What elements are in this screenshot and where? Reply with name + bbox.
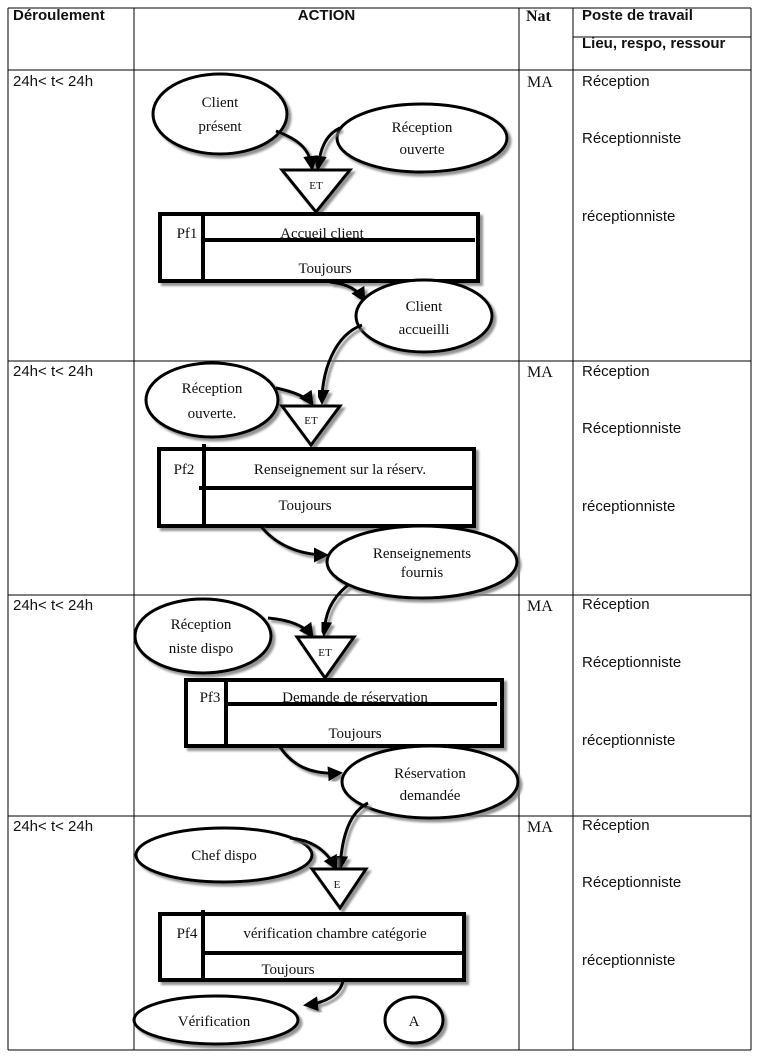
process-title: vérification chambre catégorie xyxy=(243,926,427,942)
row-3-ressource: réceptionniste xyxy=(582,732,676,749)
row-3-deroulement: 24h< t< 24h xyxy=(13,597,94,614)
row-1-respo: Réceptionniste xyxy=(582,130,682,147)
row-1-lieu: Réception xyxy=(582,73,650,90)
row-2-lieu: Réception xyxy=(582,363,650,380)
arrow xyxy=(311,126,341,171)
header-deroulement: Déroulement xyxy=(13,7,105,24)
output-event-label: Client xyxy=(406,299,443,315)
process-id: Pf3 xyxy=(200,690,221,706)
gate-et xyxy=(294,635,357,681)
input-event-label: Réception xyxy=(392,120,453,136)
process-box-pf1 xyxy=(158,212,480,283)
row-2-nat: MA xyxy=(527,364,553,381)
output-event-label: Renseignements xyxy=(373,546,471,562)
input-event-label: présent xyxy=(198,119,242,135)
process-condition: Toujours xyxy=(261,962,314,978)
input-event-reception-ouverte xyxy=(144,361,280,439)
output-event-label: accueilli xyxy=(399,322,450,338)
row-2-deroulement: 24h< t< 24h xyxy=(13,363,94,380)
row-4-diagram: Chef dispo E Pf4 vérification chambre ca… xyxy=(132,826,466,1046)
input-event-label: ouverte xyxy=(400,142,445,158)
process-id: Pf4 xyxy=(177,926,198,942)
input-event-label: Chef dispo xyxy=(191,848,256,864)
input-event-label: niste dispo xyxy=(169,641,234,657)
row-1-nat: MA xyxy=(527,74,553,91)
row-4-lieu: Réception xyxy=(582,817,650,834)
gate-et xyxy=(279,404,343,448)
row-4-respo: Réceptionniste xyxy=(582,874,682,891)
process-box-pf3 xyxy=(184,678,504,748)
input-event-reception-ouverte xyxy=(335,102,509,174)
process-box-pf2 xyxy=(157,444,476,528)
row-3-respo: Réceptionniste xyxy=(582,654,682,671)
output-event-label: demandée xyxy=(400,788,461,804)
row-1-diagram: Client présent Réception ouverte ET Pf1 … xyxy=(151,72,509,354)
row-4-nat: MA xyxy=(527,819,553,836)
output-event-verification xyxy=(132,994,300,1046)
gate-label: ET xyxy=(309,180,323,192)
gate-label: ET xyxy=(318,647,332,659)
arrow xyxy=(278,746,343,782)
gate-e xyxy=(309,867,369,911)
process-condition: Toujours xyxy=(298,261,351,277)
row-4-deroulement: 24h< t< 24h xyxy=(13,818,94,835)
output-event-label: Vérification xyxy=(178,1014,251,1030)
arrow xyxy=(314,323,363,405)
input-event-label: Réception xyxy=(171,617,232,633)
process-title: Demande de réservation xyxy=(282,690,428,706)
header-nat: Nat xyxy=(526,8,551,25)
output-event-renseignements-fournis xyxy=(325,524,519,600)
row-2-diagram: Réception ouverte. ET Pf2 Renseignement … xyxy=(144,361,519,600)
output-event-label: Réservation xyxy=(394,766,466,782)
row-1-deroulement: 24h< t< 24h xyxy=(13,73,94,90)
row-3-nat: MA xyxy=(527,598,553,615)
input-event-chef-dispo xyxy=(134,826,314,884)
arrow xyxy=(317,583,349,637)
output-event-reservation-demandee xyxy=(340,744,520,820)
process-box-pf4 xyxy=(158,910,466,982)
header-action: ACTION xyxy=(297,7,356,24)
connector-a xyxy=(383,995,445,1045)
arrow xyxy=(267,616,314,639)
process-id: Pf1 xyxy=(177,226,198,242)
connector-label: A xyxy=(409,1014,420,1030)
process-condition: Toujours xyxy=(278,498,331,514)
gate-et xyxy=(278,168,354,215)
process-condition: Toujours xyxy=(328,726,381,742)
process-title: Accueil client xyxy=(280,226,365,242)
row-3-lieu: Réception xyxy=(582,596,650,613)
row-2-respo: Réceptionniste xyxy=(582,420,682,437)
arrow xyxy=(333,801,369,871)
arrow xyxy=(275,129,319,171)
input-event-receptionniste-dispo xyxy=(133,597,273,675)
input-event-label: ouverte. xyxy=(188,406,237,422)
row-1-ressource: réceptionniste xyxy=(582,208,676,225)
output-event-client-accueilli xyxy=(354,278,494,354)
arrow xyxy=(289,836,338,871)
arrow xyxy=(303,980,345,1012)
gate-label: ET xyxy=(304,415,318,427)
input-event-client-present xyxy=(151,72,289,156)
gate-label: E xyxy=(334,879,341,891)
row-2-ressource: réceptionniste xyxy=(582,498,676,515)
process-title: Renseignement sur la réserv. xyxy=(254,462,426,478)
arrow xyxy=(275,386,314,407)
header-poste-sub: Lieu, respo, ressour xyxy=(582,35,726,52)
arrow xyxy=(258,524,329,563)
header-poste: Poste de travail xyxy=(582,7,693,24)
output-event-label: fournis xyxy=(401,565,444,581)
arrow xyxy=(329,280,366,303)
process-id: Pf2 xyxy=(174,462,195,478)
row-3-diagram: Réception niste dispo ET Pf3 Demande de … xyxy=(133,597,520,820)
row-4-ressource: réceptionniste xyxy=(582,952,676,969)
input-event-label: Client xyxy=(202,95,239,111)
input-event-label: Réception xyxy=(182,381,243,397)
